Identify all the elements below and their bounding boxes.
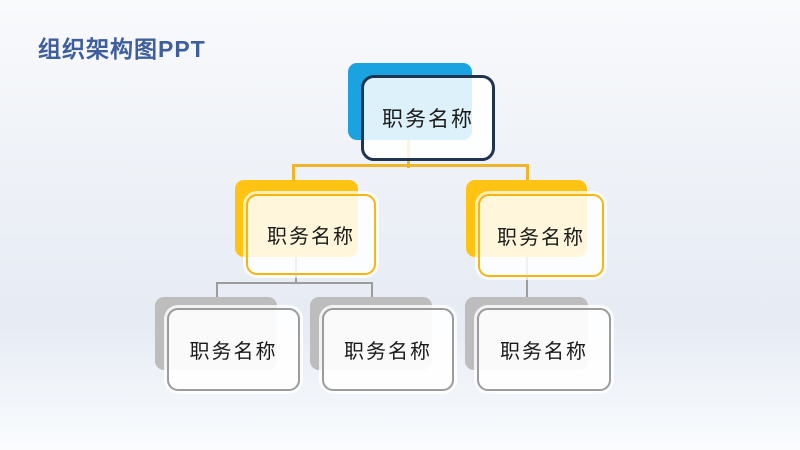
connector-root-to-l2-left [292, 164, 295, 183]
org-node-level3-middle-box: 职务名称 [322, 308, 454, 391]
connector-root-to-l2-right [526, 164, 529, 183]
org-node-root-box: 职务名称 [361, 75, 495, 161]
org-node-level2-right-label: 职务名称 [497, 227, 585, 249]
connector-to-l3-left [216, 282, 218, 299]
org-node-level3-left-label: 职务名称 [189, 341, 278, 363]
connector-to-l3-middle [371, 282, 373, 299]
org-node-level2-right-box: 职务名称 [478, 194, 604, 277]
org-node-root-label: 职务名称 [382, 107, 474, 131]
org-node-level3-right-label: 职务名称 [500, 341, 588, 363]
org-node-level2-left-box: 职务名称 [246, 194, 376, 275]
org-node-level3-left-box: 职务名称 [167, 308, 300, 391]
org-node-level3-middle-label: 职务名称 [344, 341, 432, 363]
org-node-level3-right-box: 职务名称 [477, 308, 611, 391]
connector-l2-left-crossbar [216, 282, 373, 284]
org-node-level2-left-label: 职务名称 [267, 226, 355, 248]
connector-root-crossbar [292, 164, 529, 167]
slide-title: 组织架构图PPT [38, 36, 206, 62]
